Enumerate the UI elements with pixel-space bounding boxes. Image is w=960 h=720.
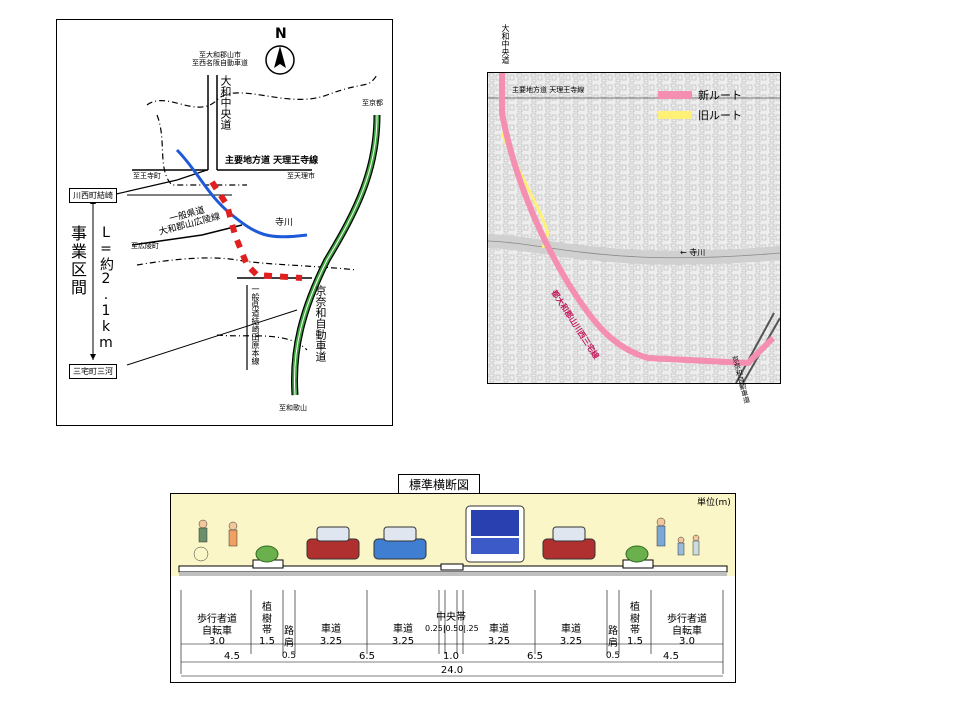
- dim-lane-2-value: 3.25: [391, 636, 415, 647]
- dim-sidewalk-left-value: 3.0: [209, 636, 225, 647]
- dim-shoulder-left-label: 路 肩: [284, 626, 294, 649]
- dim-shoulder-right-label: 路 肩: [608, 626, 618, 649]
- start-point-label: 川西町結崎: [69, 188, 117, 203]
- dim-planting-right-value: 1.5: [627, 636, 643, 647]
- dim-planting-left-label: 植 樹 帯: [262, 602, 272, 636]
- aerial-map: 主要地方道 天理王寺線 ← 寺川 都大和郡山川西三宅線 新ルート 旧ルート: [487, 72, 781, 384]
- car-1: [306, 526, 360, 560]
- keinawa-label: 京奈和自動車道: [314, 285, 327, 362]
- location-map: N 至大和郡山市 至西名阪自動車道 大和中央道 主要地方道 天理王寺線 至王寺町…: [56, 19, 393, 426]
- legend-label-new: 新ルート: [698, 89, 742, 102]
- unit-label: 単位(m): [697, 498, 731, 508]
- dim-planting-left-value: 1.5: [259, 636, 275, 647]
- dim-row2-0: 4.5: [224, 651, 240, 662]
- to-koryo-label: 至広陵町: [131, 242, 159, 250]
- dim-row2-4: 6.5: [527, 651, 543, 662]
- car-2: [373, 526, 427, 560]
- car-3: [542, 526, 596, 560]
- aerial-map-svg: [488, 73, 780, 383]
- legend-label-old: 旧ルート: [698, 109, 742, 122]
- dim-sidewalk-right-label: 歩行者道 自転車: [667, 614, 707, 637]
- to-wakayama-label: 至和歌山: [279, 404, 307, 412]
- legend-swatch-new: [658, 91, 692, 99]
- dim-lane-1-value: 3.25: [319, 636, 343, 647]
- north-label: N: [275, 26, 287, 42]
- length-label: L=約2.1km: [98, 225, 114, 351]
- dim-row2-5: 0.5: [605, 651, 621, 661]
- aerial-river-label: ← 寺川: [680, 248, 706, 257]
- end-point-label: 三宅町三河: [69, 364, 117, 379]
- project-interval-label: 事業区間: [68, 225, 87, 297]
- dim-median-label: 中央帯: [436, 612, 466, 623]
- to-tenri-label: 至天理市: [287, 172, 315, 180]
- dim-lane-1-label: 車道: [321, 624, 341, 635]
- dim-total: 24.0: [440, 665, 464, 676]
- cross-section: 単位(m) 歩行者道 自転車 3.0 植 樹 帯 1.5 路 肩 車道 3.25…: [170, 493, 736, 683]
- cross-section-svg: [171, 494, 735, 677]
- river-label: 寺川: [275, 218, 294, 228]
- to-yamato-koriyama-label: 至大和郡山市 至西名阪自動車道: [192, 51, 248, 67]
- legend: 新ルート 旧ルート: [658, 87, 742, 123]
- yuzaki-road-label: 一般県道結崎田原本線: [251, 285, 260, 365]
- dim-row2-6: 4.5: [663, 651, 679, 662]
- prefectural-main-road-label: 主要地方道 天理王寺線: [225, 156, 319, 166]
- dim-lane-4-label: 車道: [561, 624, 581, 635]
- dim-row2-2: 6.5: [359, 651, 375, 662]
- dim-sidewalk-left-label: 歩行者道 自転車: [197, 614, 237, 637]
- yamato-chuo-road-label: 大和中央道: [219, 75, 232, 130]
- dim-lane-3-label: 車道: [489, 624, 509, 635]
- dim-median-value: 0.25|0.50|.25: [425, 624, 479, 633]
- cross-section-title: 標準横断図: [398, 474, 481, 495]
- to-oji-label: 至王寺町: [133, 172, 161, 180]
- to-kyoto-label: 至京都: [362, 99, 383, 107]
- aerial-road-label: 主要地方道 天理王寺線: [512, 86, 585, 94]
- dim-lane-4-value: 3.25: [559, 636, 583, 647]
- dim-row2-3: 1.0: [443, 651, 459, 662]
- dim-row2-1: 0.5: [281, 651, 297, 661]
- dim-planting-right-label: 植 樹 帯: [630, 602, 640, 636]
- dim-lane-3-value: 3.25: [487, 636, 511, 647]
- dim-lane-2-label: 車道: [393, 624, 413, 635]
- dim-sidewalk-right-value: 3.0: [679, 636, 695, 647]
- aerial-top-label: 大和中央道: [501, 24, 510, 64]
- bus: [465, 505, 525, 563]
- legend-swatch-old: [658, 111, 692, 119]
- legend-item-old-route: 旧ルート: [658, 107, 742, 123]
- legend-item-new-route: 新ルート: [658, 87, 742, 103]
